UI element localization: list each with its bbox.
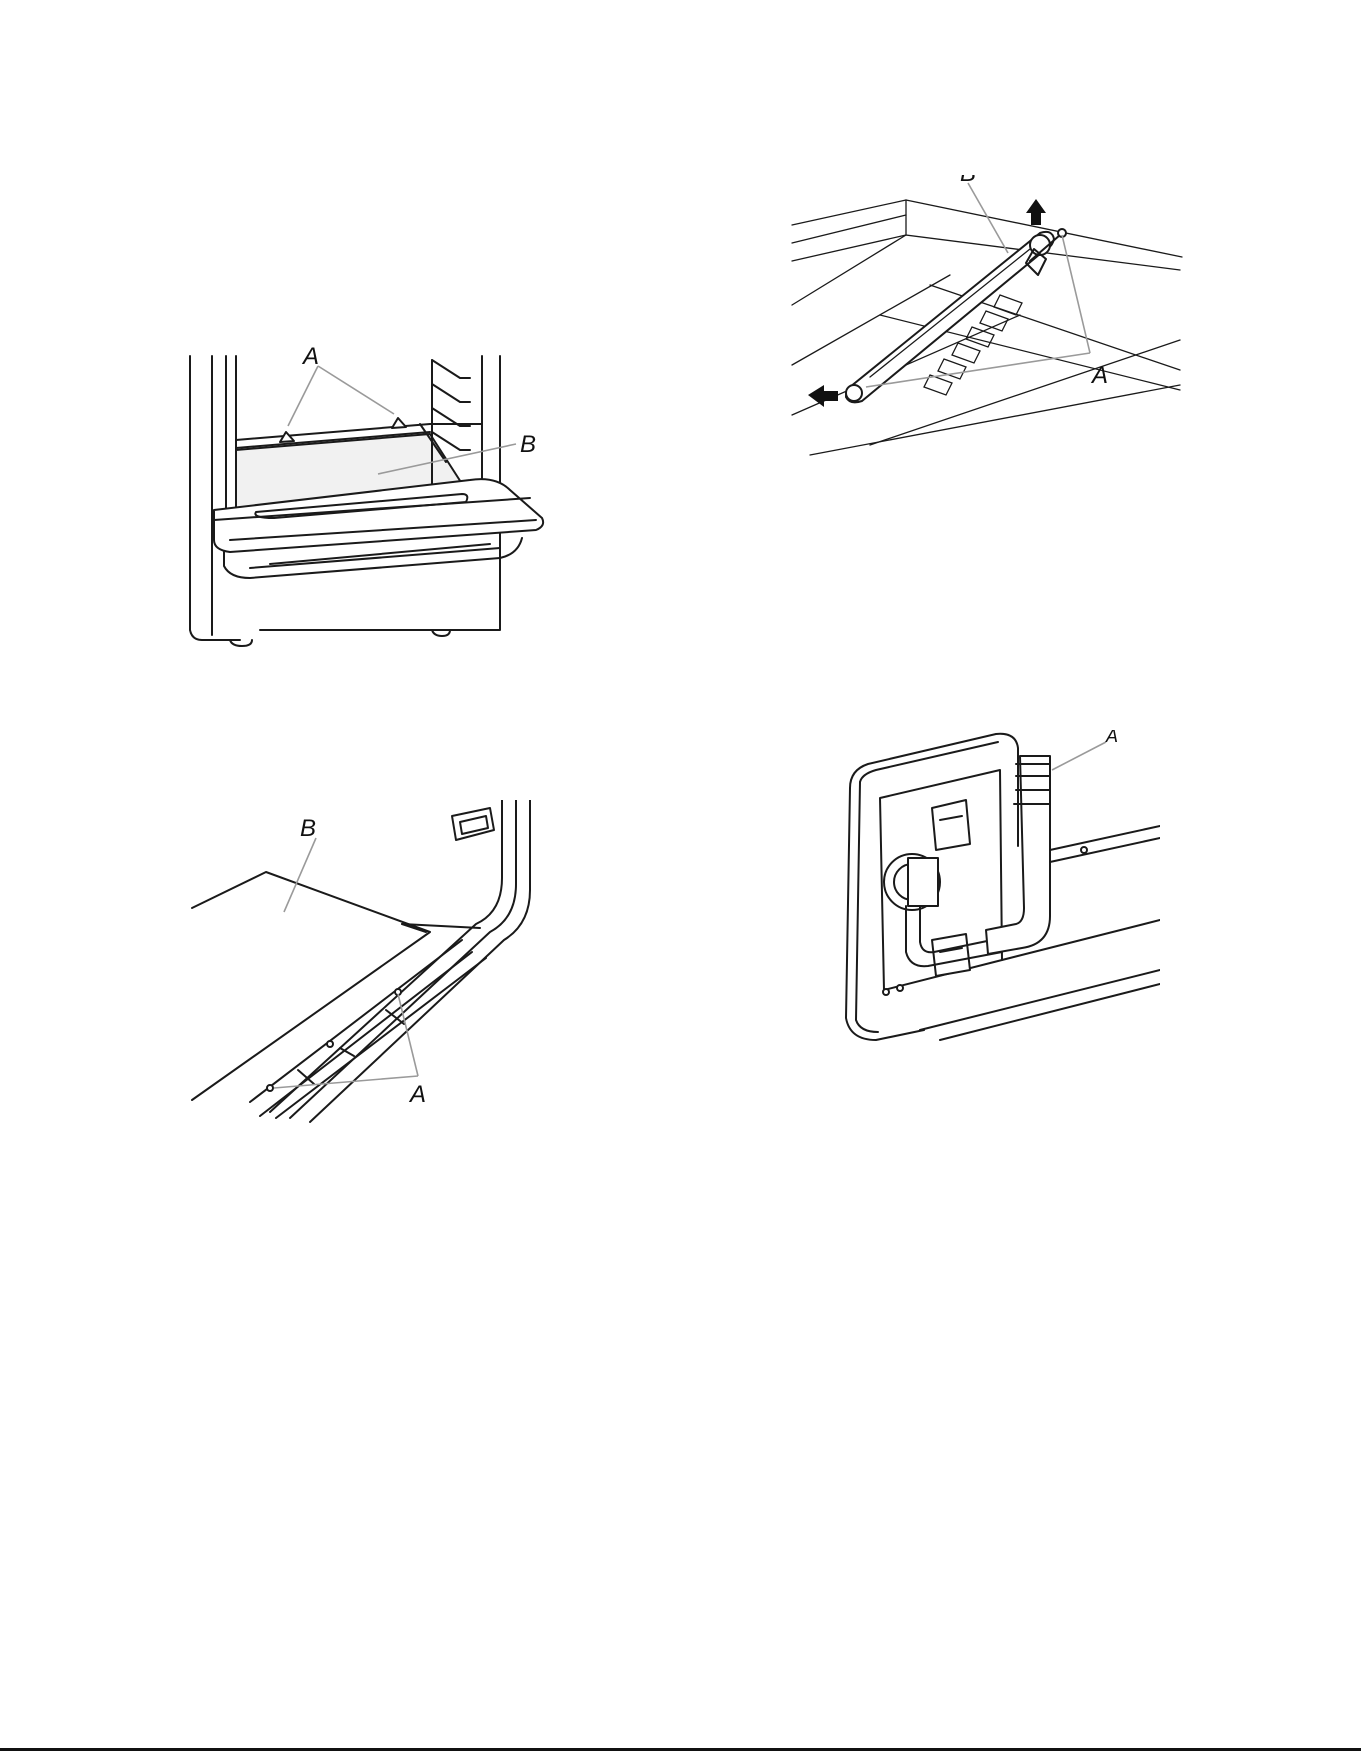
label-a: A (408, 1081, 426, 1108)
label-b: B (960, 175, 976, 187)
label-a: A (1105, 730, 1118, 746)
label-a: A (301, 343, 319, 370)
figure-gas-fitting: A (820, 730, 1160, 1050)
oven-range-illustration: A B (170, 340, 630, 650)
figure-burner-removal: B A (790, 175, 1190, 475)
burner-removal-illustration: B A (790, 175, 1190, 475)
label-a: A (1090, 362, 1108, 389)
gas-fitting-illustration: A (820, 730, 1160, 1050)
label-b: B (300, 815, 316, 842)
label-b: B (520, 431, 536, 458)
figure-oven-bottom-screws: B A (190, 800, 610, 1130)
oven-bottom-illustration: B A (190, 800, 610, 1130)
footer-rule (0, 1748, 1361, 1751)
figure-oven-range: A B (170, 340, 630, 650)
